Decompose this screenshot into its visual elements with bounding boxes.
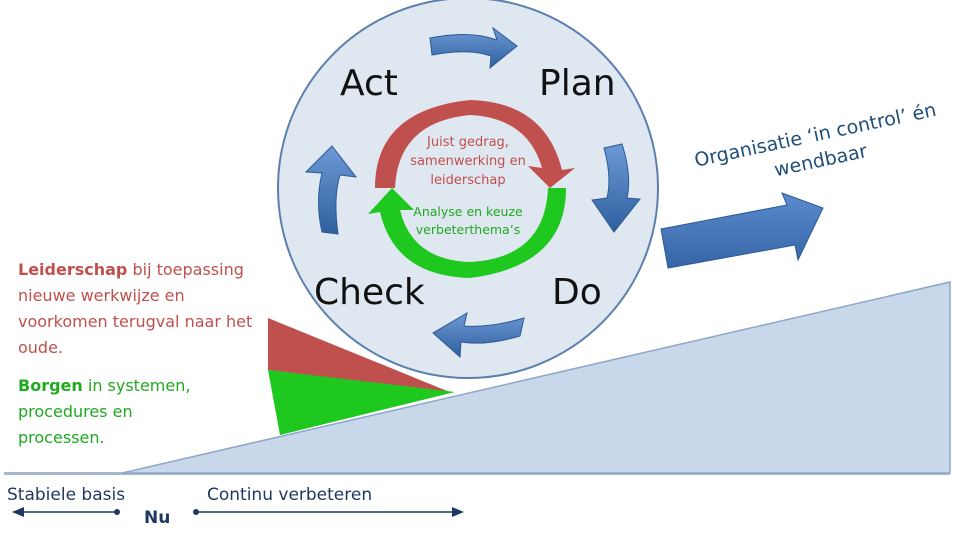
inner-green-line-1: Analyse en keuze bbox=[413, 204, 523, 219]
organisatie-arrow bbox=[660, 192, 824, 269]
continu-verbeteren-label: Continu verbeteren bbox=[207, 485, 373, 505]
continu-verbeteren-arrow bbox=[193, 507, 464, 517]
leiderschap-line-3: voorkomen terugval naar het bbox=[18, 312, 253, 331]
pdca-circle bbox=[277, 0, 659, 379]
arrow-plan-to-do bbox=[591, 143, 641, 233]
stabiele-basis-arrow bbox=[12, 507, 120, 517]
inner-green-arc bbox=[368, 188, 566, 278]
leiderschap-wedge bbox=[268, 318, 452, 393]
inner-green-text: Analyse en keuze verbeterthema’s bbox=[398, 203, 538, 239]
plan-label: Plan bbox=[539, 63, 616, 104]
inner-red-line-1: Juist gedrag, bbox=[427, 135, 509, 150]
inner-red-line-3: leiderschap bbox=[430, 173, 506, 188]
borgen-line-1: in systemen, bbox=[82, 376, 191, 395]
leiderschap-line-2: nieuwe werkwijze en bbox=[18, 286, 185, 305]
improvement-ramp bbox=[121, 281, 951, 474]
arrow-do-to-check bbox=[432, 311, 525, 359]
inner-green-line-2: verbeterthema’s bbox=[415, 222, 521, 237]
inner-red-text: Juist gedrag, samenwerking en leiderscha… bbox=[393, 133, 543, 190]
leiderschap-line-4: oude. bbox=[18, 338, 64, 357]
do-label: Do bbox=[552, 272, 602, 313]
leiderschap-bold: Leiderschap bbox=[18, 260, 128, 279]
stabiele-basis-label: Stabiele basis bbox=[7, 485, 126, 505]
check-label: Check bbox=[314, 272, 425, 313]
inner-red-line-2: samenwerking en bbox=[410, 154, 526, 169]
leiderschap-text: Leiderschap bij toepassing nieuwe werkwi… bbox=[18, 257, 278, 361]
borgen-wedge bbox=[268, 370, 455, 435]
borgen-text: Borgen in systemen, procedures en proces… bbox=[18, 373, 278, 451]
nu-label: Nu bbox=[144, 508, 171, 528]
borgen-bold: Borgen bbox=[18, 376, 83, 395]
leiderschap-line-1: bij toepassing bbox=[127, 260, 244, 279]
borgen-line-2: procedures en bbox=[18, 402, 133, 421]
arrow-act-to-plan bbox=[429, 26, 518, 70]
act-label: Act bbox=[340, 63, 398, 104]
inner-red-arc bbox=[375, 100, 575, 188]
borgen-line-3: processen. bbox=[18, 428, 105, 447]
arrow-check-to-act bbox=[304, 145, 358, 235]
